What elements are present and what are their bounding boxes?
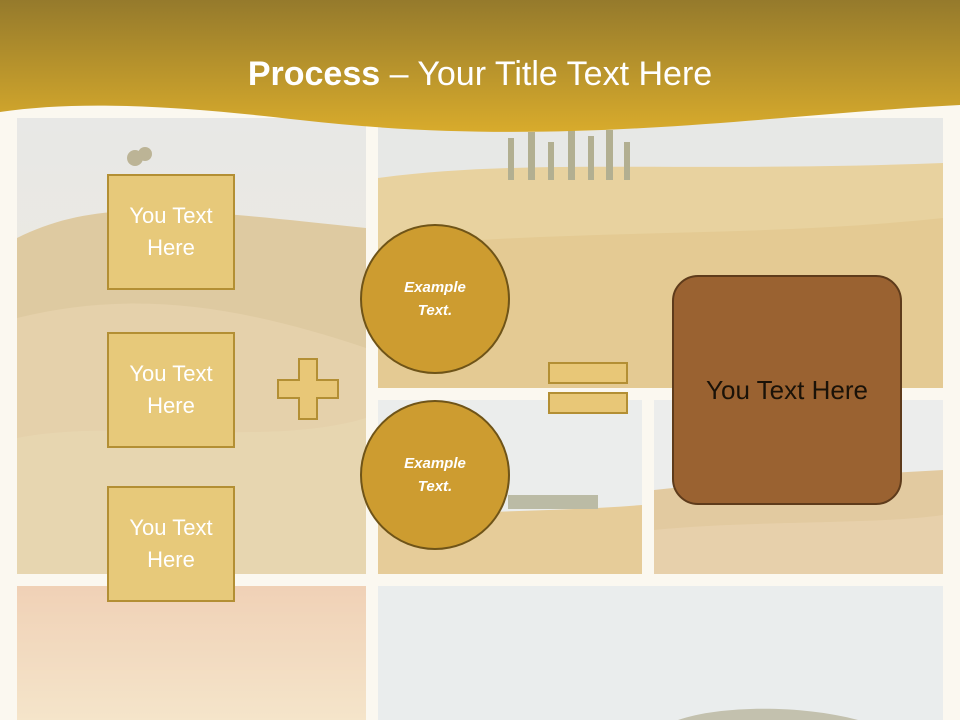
title-bold: Process [247, 55, 381, 93]
page-title: Process – Your Title Text Here [0, 52, 960, 96]
input-box-text: You Text Here [129, 515, 213, 572]
sunset-photo [17, 586, 366, 720]
example-circle-1: Example Text. [360, 224, 510, 374]
sky-field-photo [378, 586, 943, 720]
result-box: You Text Here [672, 275, 902, 505]
title-rest: – Your Title Text Here [380, 55, 713, 93]
input-box-text: You Text Here [129, 203, 213, 260]
input-box-3: You Text Here [107, 486, 235, 602]
plus-icon [277, 358, 339, 425]
title-banner [0, 0, 960, 140]
circle-text: Example Text. [404, 455, 466, 495]
example-circle-2: Example Text. [360, 400, 510, 550]
input-box-2: You Text Here [107, 332, 235, 448]
input-box-1: You Text Here [107, 174, 235, 290]
result-text: You Text Here [706, 374, 868, 405]
input-box-text: You Text Here [129, 361, 213, 418]
circle-text: Example Text. [404, 279, 466, 319]
equals-icon [548, 362, 629, 419]
